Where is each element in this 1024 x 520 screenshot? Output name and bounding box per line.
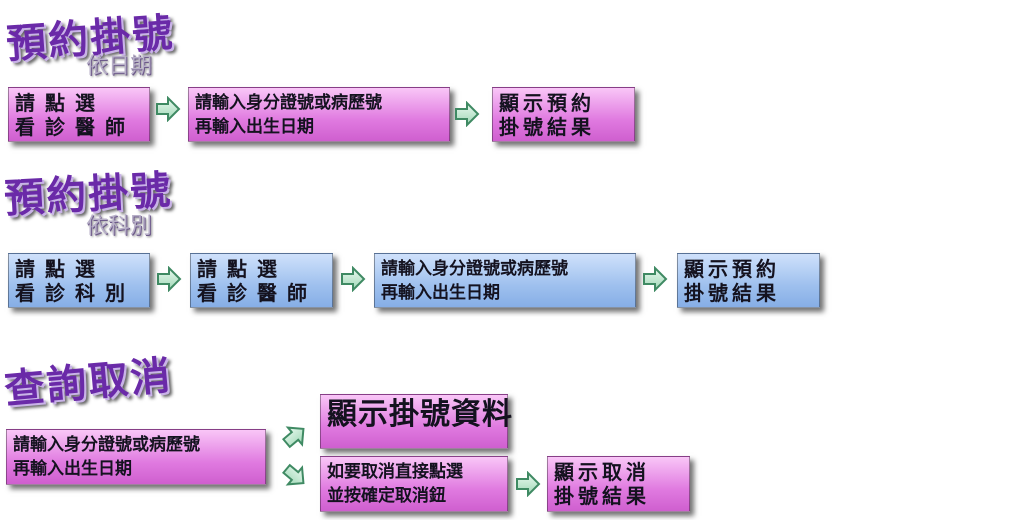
arrow-right-icon: [157, 266, 182, 292]
s1-step2-line1: 請輸入身分證號或病歷號: [195, 93, 382, 113]
arrow-down-right-icon: [282, 463, 305, 486]
arrow-right-icon: [516, 471, 541, 497]
s3-show-box[interactable]: 顯示掛號資料: [320, 394, 513, 449]
s2-step2-line1: 請點選: [197, 257, 287, 281]
s3-cancel-line2: 並按確定取消鈕: [327, 486, 446, 506]
s2-step3-line1: 請輸入身分證號或病歷號: [381, 259, 568, 279]
arrow-right-icon: [341, 266, 366, 292]
section3-title: 查詢取消: [2, 352, 175, 414]
s1-step1-box[interactable]: 請點選 看診醫師: [8, 87, 150, 142]
s3-result-box[interactable]: 顯示取消 掛號結果: [547, 456, 690, 512]
s2-step4-line2: 掛號結果: [684, 281, 780, 305]
s3-input-box[interactable]: 請輸入身分證號或病歷號 再輸入出生日期: [6, 429, 266, 485]
s1-step3-box[interactable]: 顯示預約 掛號結果: [492, 87, 635, 142]
s3-result-line1: 顯示取消: [554, 460, 650, 484]
s2-step4-box[interactable]: 顯示預約 掛號結果: [677, 253, 820, 308]
arrow-right-icon: [455, 101, 480, 127]
s2-step3-box[interactable]: 請輸入身分證號或病歷號 再輸入出生日期: [374, 253, 636, 308]
s1-step1-line1: 請點選: [15, 91, 105, 115]
section2-subtitle: 依科別: [86, 214, 153, 239]
s1-step2-line2: 再輸入出生日期: [195, 117, 314, 137]
arrow-right-icon: [156, 96, 181, 122]
s3-cancel-line1: 如要取消直接點選: [327, 462, 463, 482]
s1-step2-box[interactable]: 請輸入身分證號或病歷號 再輸入出生日期: [188, 87, 450, 142]
arrow-up-right-icon: [282, 426, 305, 449]
section1-subtitle: 依日期: [86, 54, 153, 79]
arrow-right-icon: [643, 266, 668, 292]
s3-cancel-box[interactable]: 如要取消直接點選 並按確定取消鈕: [320, 456, 508, 512]
s1-step1-line2: 看診醫師: [15, 115, 135, 139]
s3-input-line1: 請輸入身分證號或病歷號: [13, 435, 200, 455]
s2-step1-line1: 請點選: [15, 257, 105, 281]
s2-step1-box[interactable]: 請點選 看診科別: [8, 253, 150, 308]
s1-step3-line1: 顯示預約: [499, 91, 595, 115]
s2-step4-line1: 顯示預約: [684, 257, 780, 281]
s2-step2-box[interactable]: 請點選 看診醫師: [190, 253, 333, 308]
s2-step2-line2: 看診醫師: [197, 281, 317, 305]
s2-step1-line2: 看診科別: [15, 281, 135, 305]
s3-input-line2: 再輸入出生日期: [13, 459, 132, 479]
s2-step3-line2: 再輸入出生日期: [381, 283, 500, 303]
s3-show-label: 顯示掛號資料: [327, 397, 513, 432]
s1-step3-line2: 掛號結果: [499, 115, 595, 139]
s3-result-line2: 掛號結果: [554, 484, 650, 508]
